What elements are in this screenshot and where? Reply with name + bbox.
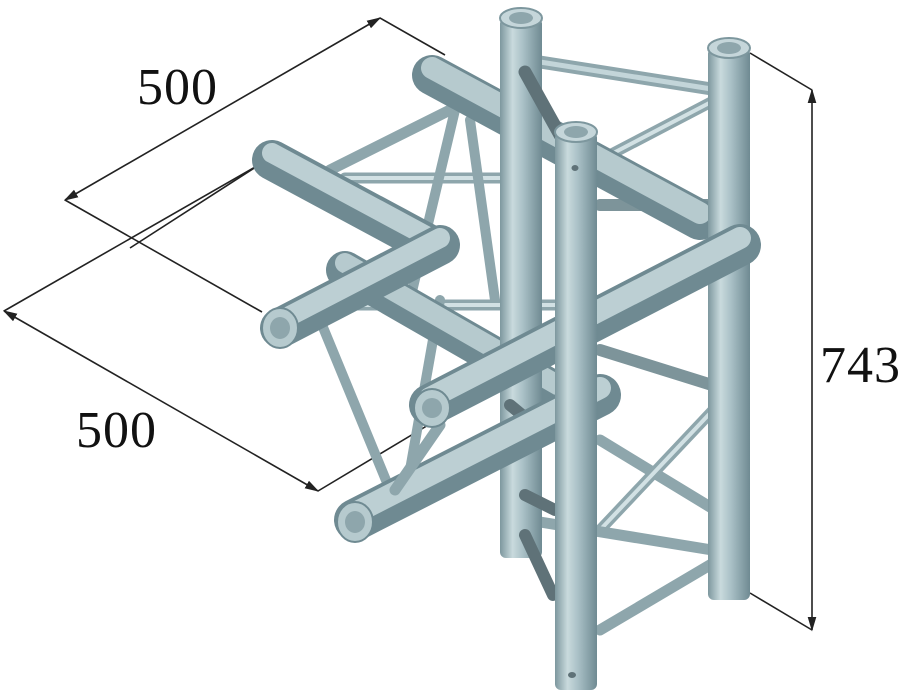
dimension-label-top-width: 500 xyxy=(137,59,218,116)
vertical-leg-front xyxy=(554,121,598,690)
vertical-leg-right xyxy=(707,37,751,600)
braces-back xyxy=(315,55,725,636)
dark-braces xyxy=(504,65,567,601)
dimension-lines xyxy=(2,17,817,632)
dimension-label-height: 743 xyxy=(820,337,901,394)
dimension-label-left-width: 500 xyxy=(76,402,157,459)
elbow-arm-upper xyxy=(252,140,460,348)
